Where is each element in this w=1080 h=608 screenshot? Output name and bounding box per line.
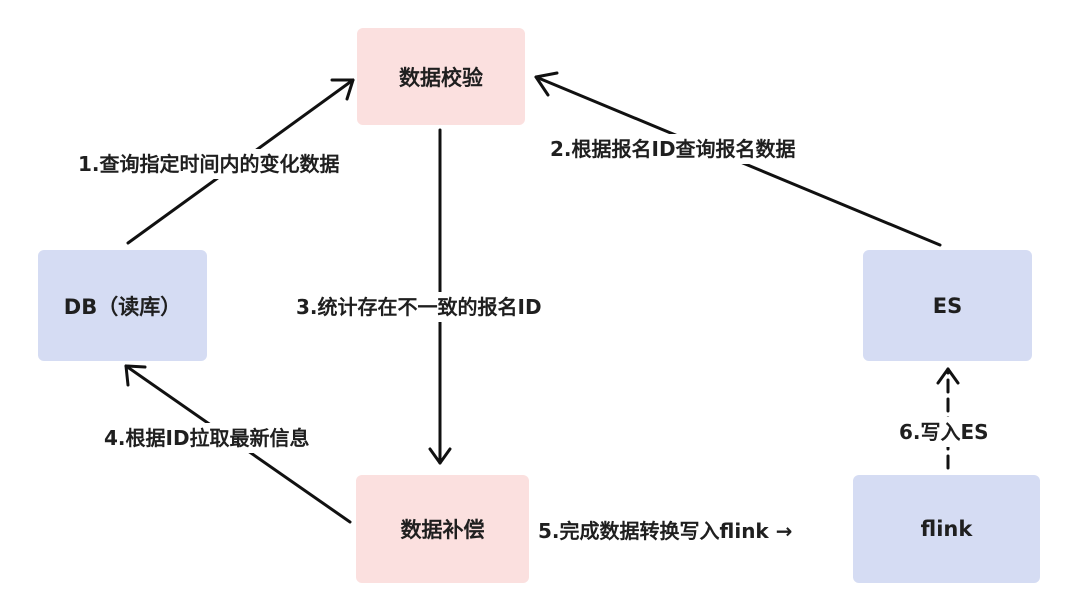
- arrowhead-verify-from-db: [330, 78, 355, 101]
- node-data-compensate-label: 数据补偿: [400, 518, 485, 542]
- node-data-verify-label: 数据校验: [399, 65, 483, 90]
- edge-label-6: 6.写入ES: [895, 417, 993, 447]
- node-es: ES: [863, 250, 1032, 361]
- arrowhead-es: [936, 367, 960, 385]
- node-db: DB（读库）: [38, 250, 207, 361]
- edge-label-3: 3.统计存在不一致的报名ID: [292, 292, 546, 322]
- edge-label-4: 4.根据ID拉取最新信息: [100, 423, 314, 453]
- node-flink: flink: [853, 475, 1040, 583]
- arrowhead-compensate: [428, 447, 452, 465]
- arrowhead-db: [124, 364, 147, 387]
- node-data-verify: 数据校验: [357, 28, 525, 125]
- node-data-compensate: 数据补偿: [356, 475, 529, 583]
- edge-label-5: 5.完成数据转换写入flink →: [534, 516, 797, 546]
- node-db-label: DB（读库）: [63, 294, 182, 319]
- arrowhead-verify-from-es: [534, 71, 559, 97]
- node-es-label: ES: [932, 293, 963, 318]
- edge-label-1: 1.查询指定时间内的变化数据: [74, 149, 344, 179]
- node-flink-label: flink: [920, 517, 973, 541]
- edge-label-2: 2.根据报名ID查询报名数据: [546, 134, 800, 164]
